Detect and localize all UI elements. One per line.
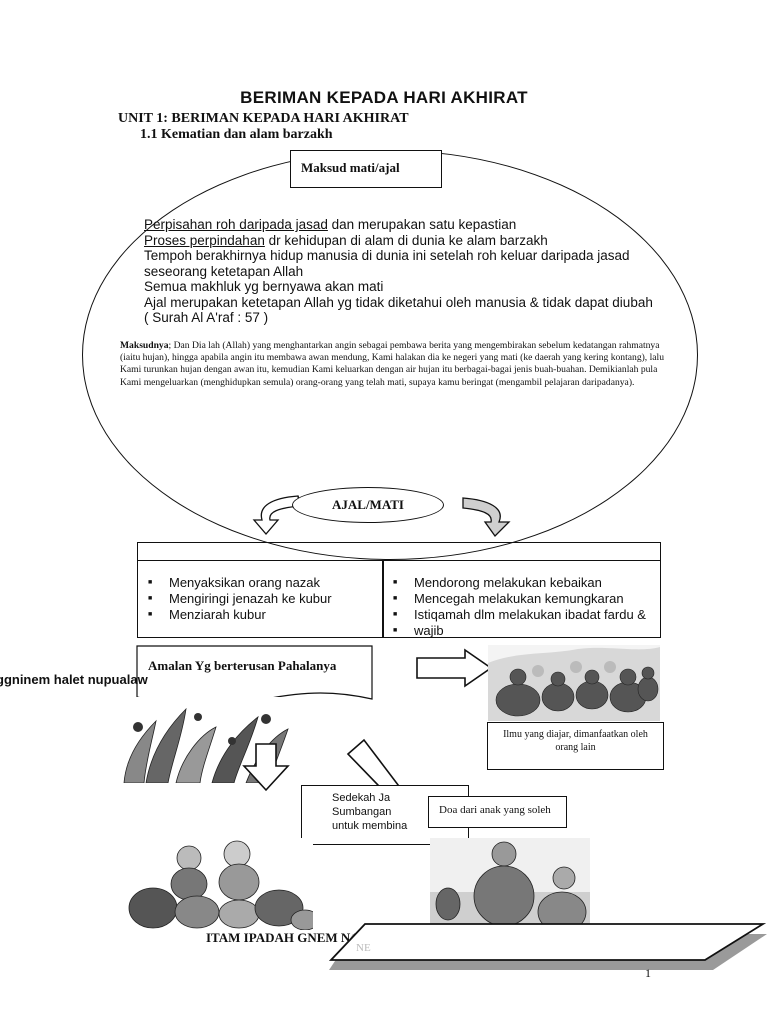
praying-children-illustration: [430, 838, 590, 930]
block-arrow-right-icon: [416, 648, 493, 688]
list-item: Mengiringi jenazah ke kubur: [148, 591, 332, 607]
amalan-label: Amalan Yg berterusan Pahalanya: [148, 658, 337, 673]
maksud-title: Maksud mati/ajal: [301, 160, 400, 175]
definition-line-3: Tempoh berakhirnya hidup manusia di duni…: [144, 248, 630, 263]
quote-text: ; Dan Dia lah (Allah) yang menghantarkan…: [120, 340, 664, 388]
subunit-heading: 1.1 Kematian dan alam barzakh: [140, 127, 333, 142]
definition-1-rest: dan merupakan satu kepastian: [327, 217, 517, 232]
unit-heading: UNIT 1: BERIMAN KEPADA HARI AKHIRAT: [118, 111, 409, 126]
doa-text: Doa dari anak yang soleh: [439, 804, 551, 816]
ilmu-box: Ilmu yang diajar, dimanfaatkan oleh oran…: [487, 722, 664, 770]
right-list-cell: Mendorong melakukan kebaikan Mencegah me…: [382, 560, 661, 639]
left-list-cell: Menyaksikan orang nazak Mengiringi jenaz…: [137, 560, 384, 638]
block-arrow-down-icon: [242, 743, 290, 792]
praying-children-image: [430, 838, 590, 930]
doa-box: Doa dari anak yang soleh: [428, 796, 567, 828]
parallelogram-shape: [328, 923, 767, 970]
list-item-continued: wajib: [393, 623, 646, 639]
ilmu-text: Ilmu yang diajar, dimanfaatkan oleh oran…: [503, 729, 648, 753]
definition-line-5: Semua makhluk yg bernyawa akan mati: [144, 279, 384, 294]
faint-text: NE: [356, 942, 371, 954]
right-list: Mendorong melakukan kebaikan Mencegah me…: [393, 575, 646, 639]
definition-2-underlined: Proses perpindahan: [144, 233, 265, 248]
sedekah-line-2: Sumbangan: [332, 806, 392, 818]
gathering-image: [488, 645, 660, 721]
people-gathering-illustration: [488, 645, 660, 721]
definition-line-6: Ajal merupakan ketetapan Allah yg tidak …: [144, 295, 653, 310]
family-fruits-illustration: [127, 838, 313, 930]
garden-image: [116, 697, 292, 783]
ajal-mati-oval: AJAL/MATI: [292, 487, 444, 523]
table-header-strip: [137, 542, 661, 561]
quote-label: Maksudnya: [120, 340, 169, 351]
mirrored-text: ggninem halet nupualaw: [0, 672, 148, 687]
sedekah-line-3: untuk membina: [332, 820, 408, 832]
list-item: Mencegah melakukan kemungkaran: [393, 591, 646, 607]
list-item: Menyaksikan orang nazak: [148, 575, 332, 591]
plants-illustration: [116, 697, 292, 783]
definition-2-rest: dr kehidupan di alam di dunia ke alam ba…: [264, 233, 548, 248]
page-title: BERIMAN KEPADA HARI AKHIRAT: [240, 88, 528, 107]
sedekah-line-1: Sedekah Ja: [332, 792, 391, 804]
list-item: Mendorong melakukan kebaikan: [393, 575, 646, 591]
list-item: Menziarah kubur: [148, 607, 332, 623]
list-item: Istiqamah dlm melakukan ibadat fardu &: [393, 607, 646, 623]
curved-arrow-right-icon: [462, 497, 511, 538]
definition-line-4: seseorang ketetapan Allah: [144, 264, 304, 279]
definition-line-2: Proses perpindahan dr kehidupan di alam …: [144, 233, 548, 248]
ajal-mati-label: AJAL/MATI: [332, 497, 404, 512]
fruits-image: [127, 838, 313, 930]
maksud-box: Maksud mati/ajal: [290, 150, 442, 188]
definition-line-1: Perpisahan roh daripada jasad dan merupa…: [144, 217, 516, 232]
page-number: 1: [645, 966, 651, 980]
definition-line-7: ( Surah Al A'raf : 57 ): [144, 310, 269, 325]
quran-translation: Maksudnya; Dan Dia lah (Allah) yang meng…: [120, 340, 680, 389]
left-list: Menyaksikan orang nazak Mengiringi jenaz…: [148, 575, 332, 623]
definition-1-underlined: Perpisahan roh daripada jasad: [144, 217, 328, 232]
